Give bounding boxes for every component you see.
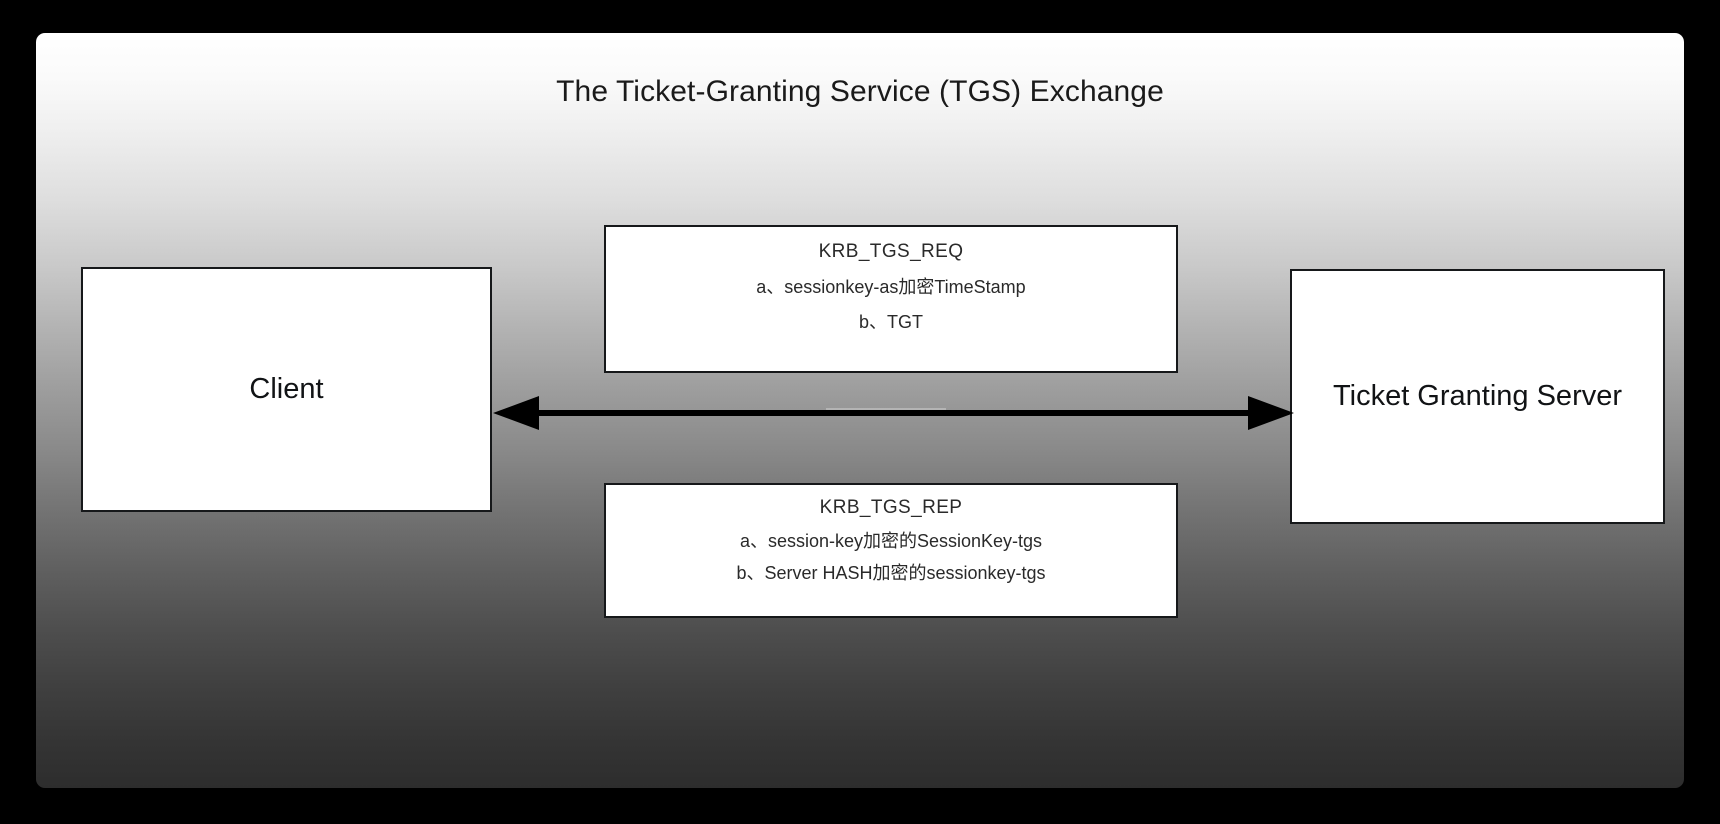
diagram-panel: The Ticket-Granting Service (TGS) Exchan… [36,33,1684,788]
message-box-krb-tgs-rep[interactable]: KRB_TGS_REP a、session-key加密的SessionKey-t… [604,483,1178,618]
node-ticket-granting-server-label: Ticket Granting Server [1332,380,1623,412]
node-client[interactable]: Client [81,267,492,512]
message-krb-tgs-req-content: KRB_TGS_REQ a、sessionkey-as加密TimeStamp b… [606,241,1176,334]
double-arrow-icon [493,396,1294,430]
message-krb-tgs-req-heading: KRB_TGS_REQ [818,241,964,262]
message-krb-tgs-rep-line-a: a、session-key加密的SessionKey-tgs [739,531,1043,551]
message-box-krb-tgs-req[interactable]: KRB_TGS_REQ a、sessionkey-as加密TimeStamp b… [604,225,1178,373]
node-client-label: Client [249,373,324,405]
message-krb-tgs-rep-line-b: b、Server HASH加密的sessionkey-tgs [736,563,1046,583]
message-krb-tgs-req-line-b: b、TGT [858,312,923,332]
message-krb-tgs-rep-content: KRB_TGS_REP a、session-key加密的SessionKey-t… [606,497,1176,585]
page-title: The Ticket-Granting Service (TGS) Exchan… [556,75,1164,108]
message-krb-tgs-req-line-a: a、sessionkey-as加密TimeStamp [756,277,1026,297]
node-ticket-granting-server[interactable]: Ticket Granting Server [1290,269,1665,524]
message-krb-tgs-rep-heading: KRB_TGS_REP [819,497,963,518]
arrow-highlight-artifact [826,408,946,410]
